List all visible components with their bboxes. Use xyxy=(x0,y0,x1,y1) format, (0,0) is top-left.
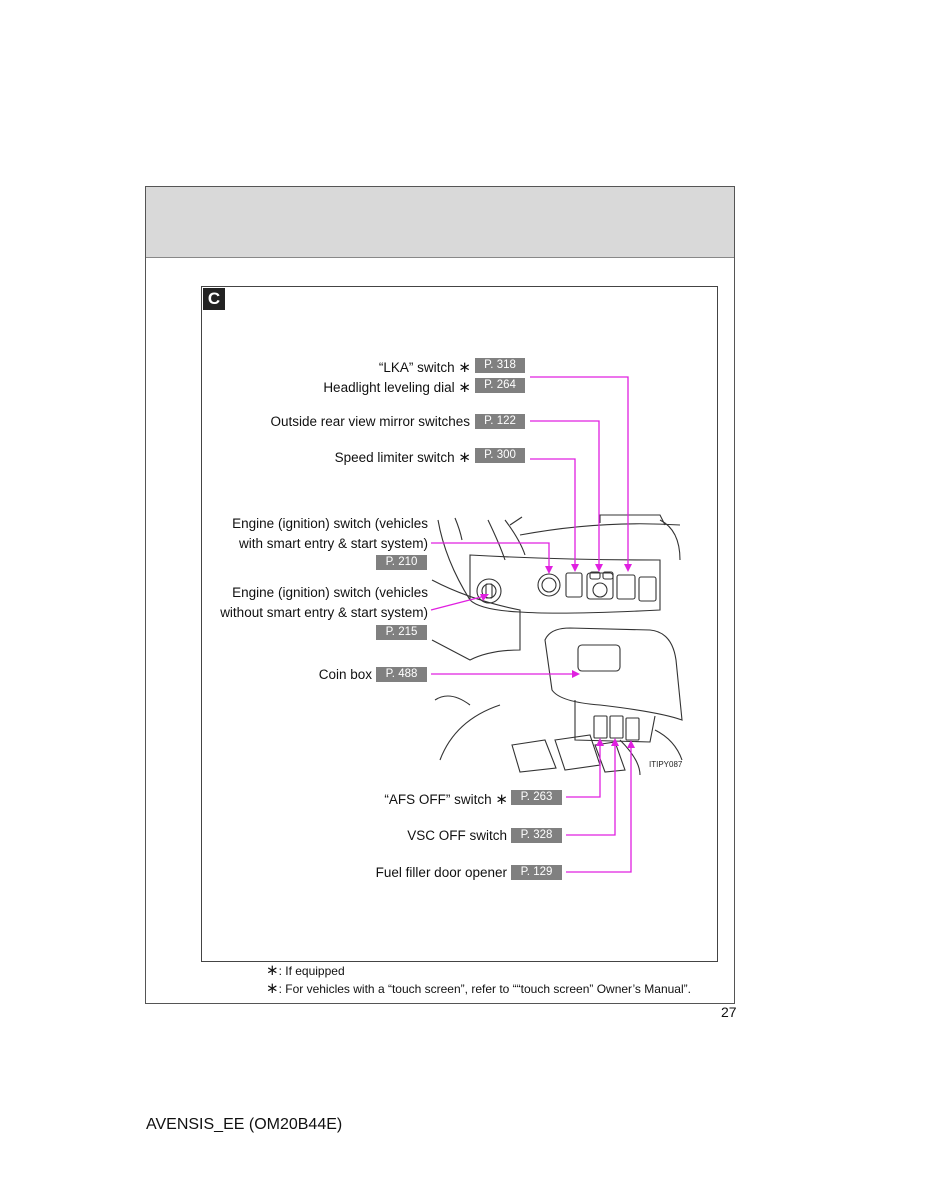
engine-smart-ref[interactable]: P. 210 xyxy=(376,555,427,570)
fuel-ref[interactable]: P. 129 xyxy=(511,865,562,880)
footnote-if-equipped: ∗: If equipped xyxy=(266,962,345,979)
vsc-ref[interactable]: P. 328 xyxy=(511,828,562,843)
headlight-label: Headlight leveling dial ∗ xyxy=(323,379,471,396)
lka-label: “LKA” switch ∗ xyxy=(378,359,471,376)
afs-label: “AFS OFF” switch ∗ xyxy=(384,791,508,808)
speed-limiter-ref[interactable]: P. 300 xyxy=(475,448,525,463)
speed-limiter-label: Speed limiter switch ∗ xyxy=(334,449,471,466)
afs-ref[interactable]: P. 263 xyxy=(511,790,562,805)
engine-nosmart-ref[interactable]: P. 215 xyxy=(376,625,427,640)
header-band xyxy=(146,187,734,258)
figure-code: ITIPY087 xyxy=(649,760,683,769)
fuel-label: Fuel filler door opener xyxy=(375,865,507,880)
mirror-ref[interactable]: P. 122 xyxy=(475,414,525,429)
lka-ref[interactable]: P. 318 xyxy=(475,358,525,373)
document-id: AVENSIS_EE (OM20B44E) xyxy=(146,1116,343,1133)
footnote-touch-screen: ∗: For vehicles with a “touch screen”, r… xyxy=(266,980,691,997)
vsc-label: VSC OFF switch xyxy=(407,828,507,843)
engine-smart-label-line1: Engine (ignition) switch (vehicles xyxy=(232,516,428,531)
figure-frame xyxy=(201,286,718,962)
engine-smart-label-line2: with smart entry & start system) xyxy=(238,536,428,551)
headlight-ref[interactable]: P. 264 xyxy=(475,378,525,393)
engine-nosmart-label-line2: without smart entry & start system) xyxy=(220,605,428,620)
engine-nosmart-label-line1: Engine (ignition) switch (vehicles xyxy=(232,585,428,600)
page-number: 27 xyxy=(721,1004,737,1020)
coin-box-label: Coin box xyxy=(318,667,372,682)
mirror-label: Outside rear view mirror switches xyxy=(270,414,470,429)
page-frame xyxy=(145,186,735,1004)
coin-box-ref[interactable]: P. 488 xyxy=(376,667,427,682)
section-badge: C xyxy=(203,288,225,310)
